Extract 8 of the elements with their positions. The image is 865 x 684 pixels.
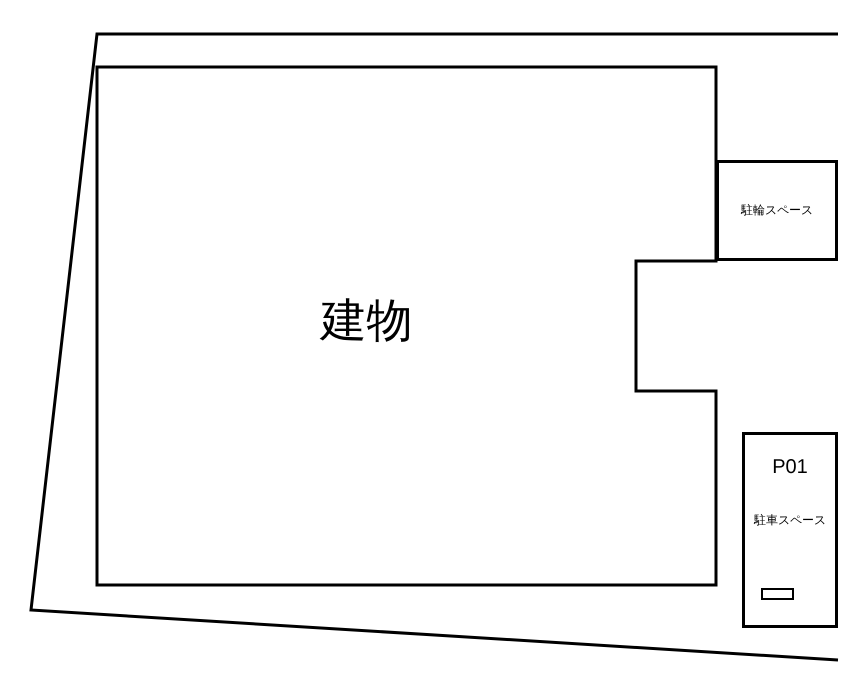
car-stop-marker xyxy=(761,588,794,600)
building-outline xyxy=(97,67,716,585)
bicycle-parking-area xyxy=(716,160,838,261)
area-label: 駐輪スペース xyxy=(741,203,813,218)
space-number: P01 xyxy=(772,457,808,477)
area-label: 駐車スペース xyxy=(754,513,826,528)
parking-space xyxy=(742,432,838,628)
building-label: 建物 xyxy=(320,297,412,343)
